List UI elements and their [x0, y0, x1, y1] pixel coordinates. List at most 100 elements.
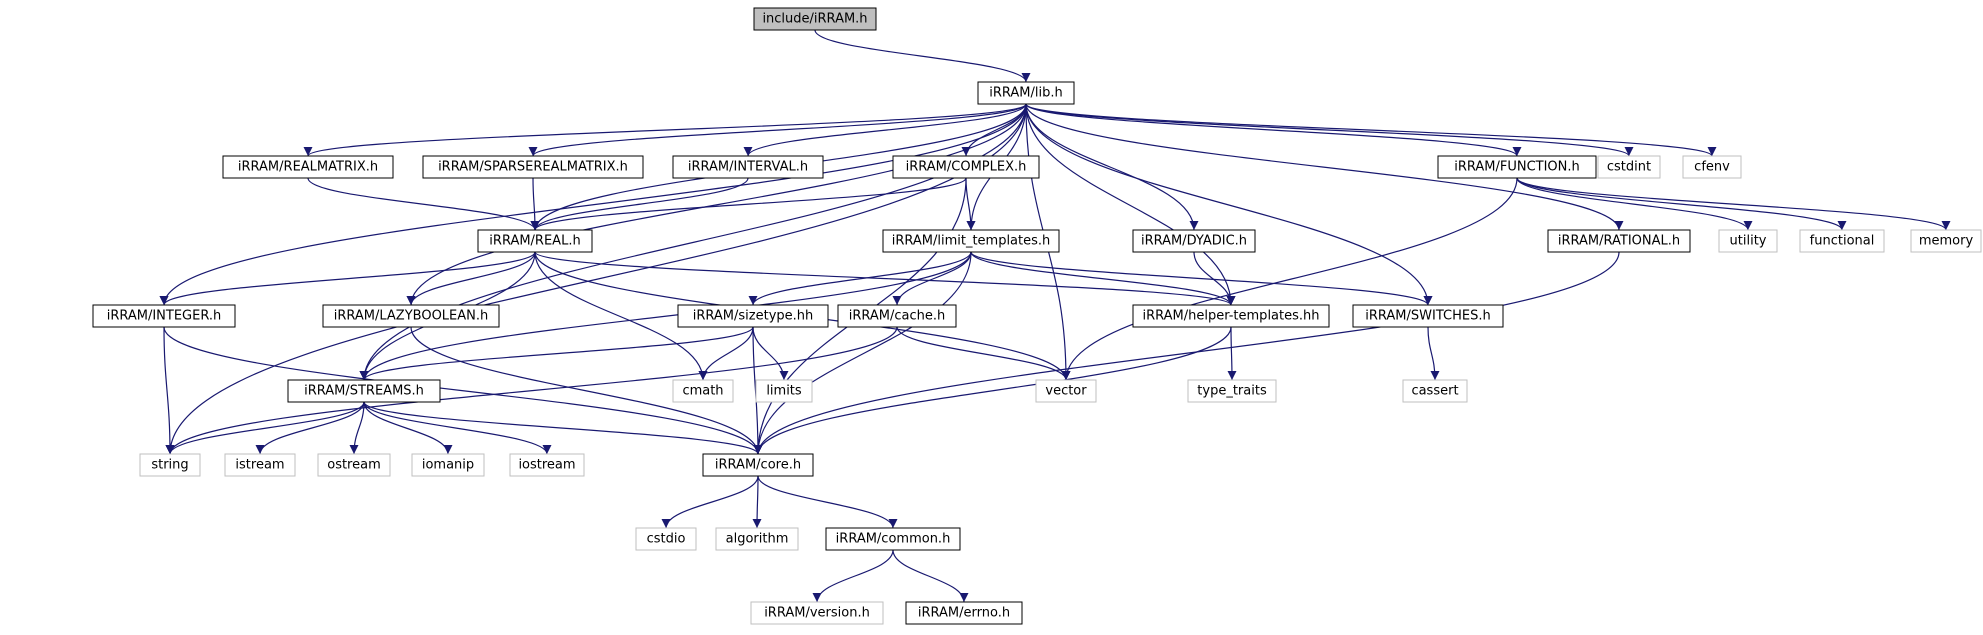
nodes-layer: include/iRRAM.h iRRAM/lib.h iRRAM/REALMATR…	[92, 7, 1982, 625]
node-cmath: cmath	[672, 379, 734, 403]
edges-layer	[159, 29, 1951, 603]
node-label: iRRAM/SWITCHES.h	[1365, 309, 1490, 324]
edge-rational-to-core	[753, 251, 1620, 455]
edge-sizetype-to-limits	[752, 326, 789, 381]
node-function[interactable]: iRRAM/FUNCTION.h	[1437, 155, 1597, 179]
node-label: cassert	[1411, 384, 1458, 399]
node-cstdio: cstdio	[635, 527, 697, 551]
node-label: type_traits	[1197, 384, 1267, 399]
edge-integer-to-string	[163, 326, 175, 455]
edge-sparserealmatrix-to-real	[530, 177, 540, 231]
edge-real-to-cmath	[534, 251, 708, 381]
node-box	[422, 155, 644, 179]
node-box	[1547, 229, 1691, 253]
node-label: iRRAM/errno.h	[918, 606, 1010, 621]
node-iomanip: iomanip	[411, 453, 485, 477]
node-rational[interactable]: iRRAM/RATIONAL.h	[1547, 229, 1691, 253]
node-box	[317, 453, 391, 477]
node-label: istream	[235, 458, 284, 473]
edge-integer-to-core	[163, 326, 763, 455]
node-limit-templates[interactable]: iRRAM/limit_templates.h	[882, 229, 1060, 253]
node-label: iRRAM/REALMATRIX.h	[238, 160, 378, 175]
edge-streams-to-iostream	[363, 401, 552, 455]
node-box	[1799, 229, 1885, 253]
edge-interval-to-real	[530, 177, 749, 231]
edge-complex-to-real	[530, 177, 967, 231]
node-label: cstdio	[647, 532, 686, 547]
node-cstdint: cstdint	[1597, 155, 1661, 179]
node-label: iRRAM/limit_templates.h	[892, 234, 1051, 249]
edge-lib-to-cfenv	[1025, 103, 1717, 157]
node-sizetype[interactable]: iRRAM/sizetype.hh	[677, 304, 829, 328]
node-box	[753, 7, 877, 31]
edge-switches-to-cassert	[1427, 326, 1440, 381]
node-box	[322, 304, 500, 328]
edge-streams-to-iomanip	[363, 401, 453, 455]
edge-common-to-errno	[892, 549, 969, 603]
node-box	[477, 229, 593, 253]
node-box	[1682, 155, 1742, 179]
node-label: iRRAM/LAZYBOOLEAN.h	[334, 309, 489, 324]
node-integer[interactable]: iRRAM/INTEGER.h	[92, 304, 236, 328]
node-dyadic[interactable]: iRRAM/DYADIC.h	[1132, 229, 1256, 253]
node-label: functional	[1810, 234, 1875, 249]
edge-lib-to-streams	[359, 103, 1027, 381]
node-box	[892, 155, 1040, 179]
node-cache[interactable]: iRRAM/cache.h	[837, 304, 957, 328]
node-label: iRRAM/version.h	[764, 606, 870, 621]
edge-lib-to-function	[1025, 103, 1522, 157]
node-real[interactable]: iRRAM/REAL.h	[477, 229, 593, 253]
node-functional: functional	[1799, 229, 1885, 253]
node-box	[222, 155, 394, 179]
node-label: string	[151, 458, 188, 473]
node-box	[411, 453, 485, 477]
node-label: iRRAM/core.h	[715, 458, 801, 473]
node-label: iRRAM/common.h	[836, 532, 951, 547]
edge-lib-to-rational	[1025, 103, 1624, 231]
node-version: iRRAM/version.h	[750, 601, 884, 625]
node-lib[interactable]: iRRAM/lib.h	[977, 81, 1075, 105]
node-label: algorithm	[726, 532, 789, 547]
node-label: iostream	[518, 458, 575, 473]
node-box	[1437, 155, 1597, 179]
node-box	[92, 304, 236, 328]
node-label: iRRAM/STREAMS.h	[304, 384, 424, 399]
edge-streams-to-istream	[255, 401, 365, 455]
edge-limit_templates-to-core	[753, 251, 972, 455]
edge-streams-to-core	[363, 401, 763, 455]
node-cfenv: cfenv	[1682, 155, 1742, 179]
node-core[interactable]: iRRAM/core.h	[702, 453, 814, 477]
node-box	[905, 601, 1023, 625]
edge-helper_templates-to-core	[753, 326, 1232, 455]
node-label: iRRAM/lib.h	[989, 86, 1063, 101]
node-box	[1132, 304, 1330, 328]
edge-limit_templates-to-cache	[892, 251, 972, 306]
node-sparserealmatrix[interactable]: iRRAM/SPARSEREALMATRIX.h	[422, 155, 644, 179]
node-lazyboolean[interactable]: iRRAM/LAZYBOOLEAN.h	[322, 304, 500, 328]
node-interval[interactable]: iRRAM/INTERVAL.h	[672, 155, 824, 179]
node-label: iRRAM/REAL.h	[489, 234, 580, 249]
node-streams[interactable]: iRRAM/STREAMS.h	[287, 379, 441, 403]
node-vector: vector	[1035, 379, 1097, 403]
node-switches[interactable]: iRRAM/SWITCHES.h	[1352, 304, 1504, 328]
node-box	[1402, 379, 1468, 403]
node-label: iRRAM/SPARSEREALMATRIX.h	[438, 160, 628, 175]
node-istream: istream	[224, 453, 296, 477]
node-box	[1910, 229, 1982, 253]
node-box	[672, 155, 824, 179]
node-complex[interactable]: iRRAM/COMPLEX.h	[892, 155, 1040, 179]
node-errno[interactable]: iRRAM/errno.h	[905, 601, 1023, 625]
edge-realmatrix-to-real	[307, 177, 540, 231]
node-root[interactable]: include/iRRAM.h	[753, 7, 877, 31]
edge-function-to-functional	[1516, 177, 1847, 231]
edge-function-to-utility	[1516, 177, 1753, 231]
edge-lib-to-realmatrix	[303, 103, 1027, 157]
edge-root-to-lib	[814, 29, 1031, 83]
edge-function-to-memory	[1516, 177, 1951, 231]
node-realmatrix[interactable]: iRRAM/REALMATRIX.h	[222, 155, 394, 179]
edge-lib-to-cstdint	[1025, 103, 1634, 157]
node-box	[635, 527, 697, 551]
node-common[interactable]: iRRAM/common.h	[825, 527, 961, 551]
node-label: iomanip	[422, 458, 474, 473]
node-helper-templates[interactable]: iRRAM/helper-templates.hh	[1132, 304, 1330, 328]
